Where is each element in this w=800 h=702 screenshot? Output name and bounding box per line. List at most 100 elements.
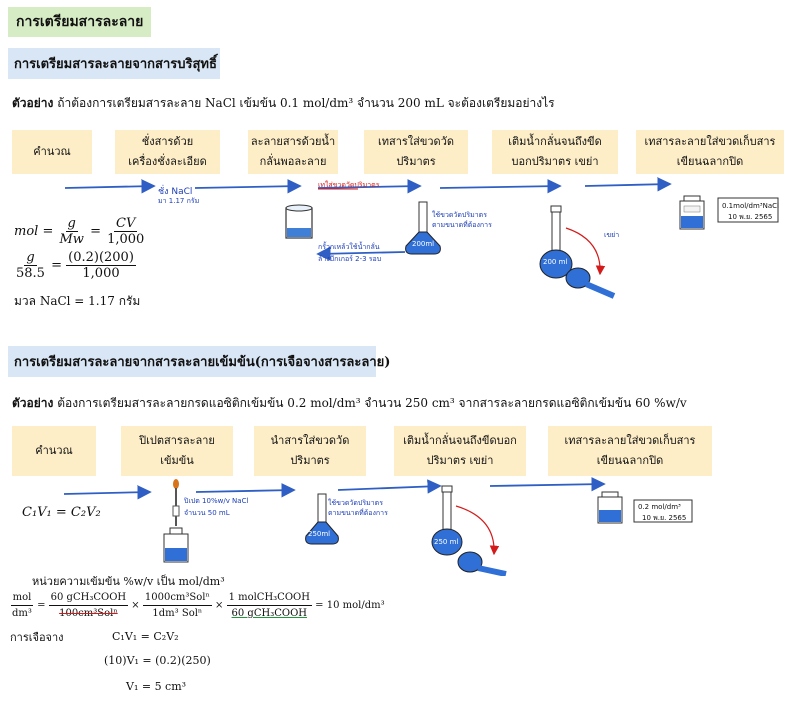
s2-step-5-line-1: เทสารละลายใส่ขวดเก็บสาร: [564, 434, 696, 447]
reagent-bottle-icon: [163, 527, 189, 563]
volumetric-flask-icon: [539, 205, 573, 279]
storage-bottle-icon: [679, 195, 705, 230]
s2-step-5-line-2: เขียนฉลากปิด: [596, 454, 664, 467]
s2-step-2-line-2: เข้มข้น: [160, 454, 194, 467]
beaker-icon: [285, 204, 313, 239]
s1-step-6: เทสารละลายใส่ขวดเก็บสาร เขียนฉลากปิด: [636, 130, 784, 174]
calc2-g-num: g: [24, 250, 37, 266]
s2-step-3-line-2: ปริมาตร: [290, 454, 330, 467]
section1-illustration: [64, 177, 779, 299]
section2-example-text: ต้องการเตรียมสารละลายกรดแอซิติกเข้มข้น 0…: [57, 396, 687, 410]
s2-step-1-line-1: คำนวณ: [35, 444, 73, 457]
main-heading: การเตรียมสารละลาย: [8, 7, 152, 37]
s2-step-3: นำสารใส่ขวดวัด ปริมาตร: [254, 426, 366, 476]
s2-flask-volume-a: 250ml: [308, 530, 331, 538]
s2-step-2: ปิเปตสารละลาย เข้มข้น: [121, 426, 233, 476]
s1-note-shake: เขย่า: [604, 231, 620, 239]
s1-step-2-line-2: เครื่องชั่งละเอียด: [128, 155, 207, 168]
s2-step-4-line-1: เติมน้ำกลั่นจนถึงขีดบอก: [403, 434, 517, 447]
conv-f2-num: 1000cm³Solⁿ: [142, 590, 212, 606]
conv-f1-num: 60 gCH₃COOH: [48, 590, 129, 606]
calc-cv-num: CV: [114, 216, 138, 232]
section2-example: ตัวอย่าง ต้องการเตรียมสารละลายกรดแอซิติก…: [12, 394, 687, 413]
conv-f1-den: 100cm³Solⁿ: [59, 608, 118, 619]
calc-mol: mol: [14, 224, 39, 239]
shake-arrow: [455, 505, 500, 556]
s1-arrow-5: [584, 177, 672, 192]
s1-step-4: เทสารใส่ขวดวัด ปริมาตร: [364, 130, 468, 174]
calc2-den: 1,000: [82, 266, 120, 281]
s1-arrow-3: [317, 179, 422, 194]
section2-heading: การเตรียมสารละลายจากสารละลายเข้มข้น(การเ…: [8, 346, 390, 377]
s1-step-1-line-1: คำนวณ: [33, 145, 71, 158]
calc-thousand-den: 1,000: [107, 232, 145, 247]
s2-dilution-line-3: V₁ = 5 cm³: [126, 680, 187, 693]
s1-step-5-line-2: บอกปริมาตร เขย่า: [511, 155, 599, 168]
s2-unit-note: หน่วยความเข้มข้น %w/v เป็น mol/dm³: [32, 575, 225, 588]
s1-step-1: คำนวณ: [12, 130, 92, 174]
s2-step-4-line-2: ปริมาตร เขย่า: [426, 454, 494, 467]
s1-arrow-4: [439, 179, 562, 194]
conv-result: = 10 mol/dm³: [315, 600, 385, 611]
s1-step-6-line-1: เทสารละลายใส่ขวดเก็บสาร: [644, 135, 776, 148]
s1-label-line-2: 10 พ.ย. 2565: [728, 213, 773, 221]
s1-step-2-line-1: ชั่งสารด้วย: [141, 135, 194, 148]
s2-step-2-line-1: ปิเปตสารละลาย: [139, 434, 215, 447]
s1-note-pour: เทใส่ขวดวัดปริมาตร: [318, 181, 380, 189]
tilted-flask-icon: [565, 267, 616, 299]
s2-note-flask-2: ตามขนาดที่ต้องการ: [328, 509, 388, 517]
s2-flask-volume-b: 250 ml: [434, 538, 459, 546]
s1-label-line-1: 0.1mol/dm³NaCl: [722, 202, 779, 210]
s1-flask-volume-b: 200 ml: [543, 258, 568, 266]
s1-step-3: ละลายสารด้วยน้ำ กลั่นพอละลาย: [248, 130, 338, 174]
s1-arrow-back: [316, 246, 406, 261]
conv-f3-den: 60 gCH₃COOH: [231, 608, 307, 619]
section1-example-label: ตัวอย่าง: [12, 96, 54, 110]
conv-lhs-num: mol: [10, 590, 34, 606]
s1-note-flask-1: ใช้ขวดวัดปริมาตร: [432, 211, 487, 219]
label-card: [717, 197, 779, 223]
s2-step-3-line-1: นำสารใส่ขวดวัด: [270, 434, 350, 447]
s2-dilution-line-2: (10)V₁ = (0.2)(250): [104, 654, 211, 667]
section1-example-text: ถ้าต้องการเตรียมสารละลาย NaCl เข้มข้น 0.…: [57, 96, 555, 110]
s1-calc-result: มวล NaCl = 1.17 กรัม: [14, 294, 141, 308]
s1-note-weigh-2: มา 1.17 กรัม: [158, 197, 200, 205]
conv-lhs-den: dm³: [12, 608, 32, 619]
volumetric-flask-icon: [305, 493, 339, 545]
volumetric-flask-icon: [431, 485, 463, 556]
storage-bottle-icon: [597, 491, 623, 524]
s2-note-flask-1: ใช้ขวดวัดปริมาตร: [328, 499, 383, 507]
s1-step-3-line-1: ละลายสารด้วยน้ำ: [250, 135, 336, 148]
conv-f3-num: 1 molCH₃COOH: [226, 590, 312, 606]
s2-step-1: คำนวณ: [12, 426, 96, 476]
calc-g-num: g: [65, 216, 78, 232]
s1-step-2: ชั่งสารด้วย เครื่องชั่งละเอียด: [115, 130, 220, 174]
s1-step-5: เติมน้ำกลั่นจนถึงขีด บอกปริมาตร เขย่า: [492, 130, 618, 174]
pipette-icon: [172, 479, 180, 526]
s1-step-3-line-2: กลั่นพอละลาย: [259, 155, 327, 168]
s2-dilution-formula: C₁V₁ = C₂V₂: [22, 505, 101, 520]
shake-arrow: [565, 227, 606, 276]
calc-mw-den: Mw: [59, 232, 84, 247]
calc2-num: (0.2)(200): [66, 250, 136, 266]
s1-flask-volume-a: 200ml: [412, 240, 435, 248]
s2-arrow-4: [489, 477, 606, 492]
s2-step-5: เทสารละลายใส่ขวดเก็บสาร เขียนฉลากปิด: [548, 426, 712, 476]
s1-note-flask-2: ตามขนาดที่ต้องการ: [432, 221, 492, 229]
s2-dilution-label: การเจือจาง: [10, 631, 64, 644]
tilted-flask-icon: [457, 551, 507, 576]
section1-heading: การเตรียมสารละลายจากสารบริสุทธิ์: [8, 48, 220, 79]
section1-example: ตัวอย่าง ถ้าต้องการเตรียมสารละลาย NaCl เ…: [12, 94, 555, 113]
conv-f2-den: 1dm³ Solⁿ: [152, 608, 203, 619]
s1-arrow-1: [64, 179, 156, 194]
s1-note-weigh-1: ชั่ง NaCl: [158, 187, 193, 197]
s1-step-6-line-2: เขียนฉลากปิด: [676, 155, 744, 168]
s2-step-4: เติมน้ำกลั่นจนถึงขีดบอก ปริมาตร เขย่า: [394, 426, 526, 476]
s2-arrow-2: [195, 483, 296, 498]
section2-example-label: ตัวอย่าง: [12, 396, 54, 410]
s1-note-rinse-1: กรั้วกเหล้วใช้น้ำกลั่น: [318, 243, 380, 251]
s1-step-4-line-2: ปริมาตร: [396, 155, 436, 168]
